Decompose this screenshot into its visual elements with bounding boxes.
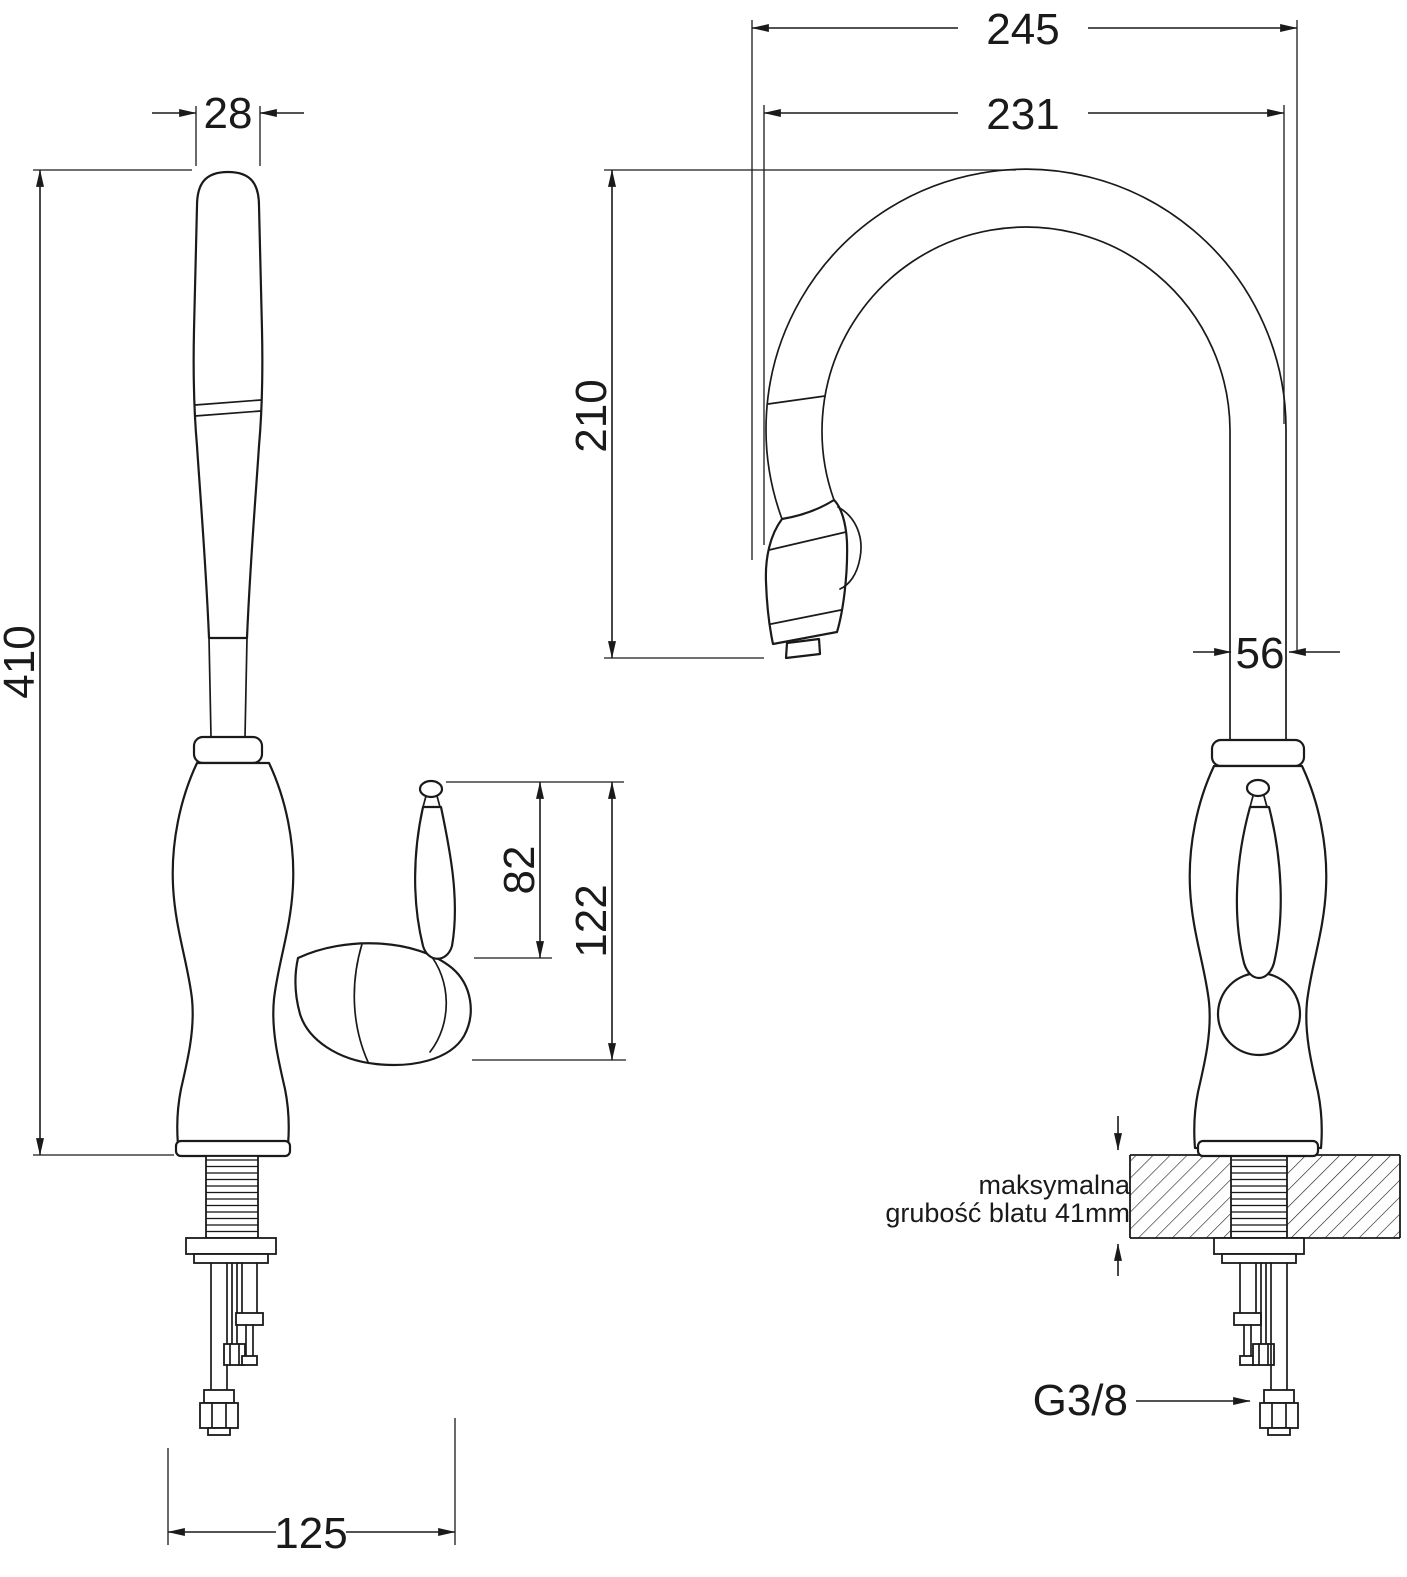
lever-neck-r	[436, 795, 441, 808]
spout-seam	[194, 399, 262, 406]
threaded-shank-right	[1230, 1155, 1288, 1239]
g38-nut-tip	[1267, 1427, 1291, 1436]
neck-left-edge	[208, 637, 212, 738]
lever-teardrop	[414, 805, 457, 960]
hose-right-thin	[245, 1324, 254, 1357]
coupling-right-view-left	[1233, 1312, 1262, 1326]
spout-seam-2	[194, 410, 262, 417]
handle-joint	[294, 942, 472, 1067]
lever-neck-l	[422, 795, 427, 808]
spray-nozzle-tip	[784, 637, 822, 660]
dim-231-label: 231	[986, 90, 1059, 139]
g38-nut-facets	[1271, 1402, 1287, 1429]
gooseneck-inner-arc	[821, 226, 1231, 743]
spout-outline	[192, 170, 264, 640]
lever-knob-right	[1245, 778, 1271, 798]
handle-hub-right	[1216, 971, 1302, 1057]
stud-nut-facets	[229, 1343, 240, 1366]
hose-right	[241, 1262, 258, 1314]
handle-joint-cap-line	[427, 951, 448, 1053]
hose-left-coupling	[203, 1389, 235, 1404]
coupling-right-view-right	[1263, 1389, 1295, 1404]
lever-neck-right-l	[1249, 795, 1254, 808]
spray-head-seam	[768, 531, 847, 551]
thread-size-label: G3/8	[1033, 1376, 1128, 1425]
hose-right-coupling	[235, 1312, 264, 1326]
lever-knob	[418, 779, 444, 799]
mounting-plate-right	[1221, 1253, 1297, 1264]
hose-left-tip	[207, 1427, 231, 1436]
gooseneck-outer-arc	[765, 168, 1287, 743]
hose-left-nut-facets	[211, 1402, 227, 1429]
mounting-washer	[185, 1237, 277, 1255]
threaded-shank	[205, 1155, 259, 1239]
g38-nut	[1259, 1402, 1299, 1429]
handle-joint-inner-line	[353, 943, 369, 1063]
neck-right-edge	[244, 637, 248, 738]
lever-neck-right-r	[1263, 795, 1268, 808]
dim-245-label: 245	[986, 5, 1059, 54]
mounting-stud-right	[1260, 1262, 1267, 1345]
dim-122-label: 122	[567, 884, 616, 957]
base-flange	[174, 1139, 292, 1158]
dim-28-label: 28	[204, 89, 253, 138]
lever-teardrop-right	[1235, 805, 1282, 980]
spray-nozzle-band	[770, 609, 842, 625]
dim-82-label: 82	[495, 846, 544, 895]
hose-right-cap	[241, 1355, 258, 1366]
neck-collar	[192, 735, 264, 765]
dim-56-label: 56	[1236, 629, 1285, 678]
arc-seam	[767, 395, 826, 405]
base-flange-right	[1196, 1139, 1320, 1158]
counter-note-line2: grubość blatu 41mm	[885, 1198, 1130, 1228]
left-faucet-view	[171, 170, 472, 1436]
dimension-annotations: 28 410 82 122 125 245 231 210 56 G3/8 ma…	[0, 5, 1340, 1558]
dim-125-label: 125	[274, 1509, 347, 1558]
hose-right-view-right	[1270, 1262, 1288, 1391]
faucet-body	[171, 761, 295, 1147]
hose-right-view-left	[1239, 1262, 1257, 1314]
counter-note-line1: maksymalna	[978, 1170, 1131, 1200]
right-faucet-view	[764, 168, 1401, 1436]
spray-head-clip	[837, 506, 862, 590]
mounting-plate	[193, 1253, 269, 1264]
hose-left	[210, 1262, 228, 1391]
dim-410-label: 410	[0, 625, 44, 698]
neck-collar-right	[1210, 738, 1306, 768]
mounting-stud	[231, 1262, 238, 1345]
hose-left-nut	[199, 1402, 239, 1429]
dim-210-label: 210	[567, 379, 616, 452]
mounting-washer-right	[1213, 1237, 1305, 1255]
hose-thin-right-view-left	[1243, 1324, 1252, 1357]
stud-nut-right-facets	[1258, 1343, 1269, 1366]
